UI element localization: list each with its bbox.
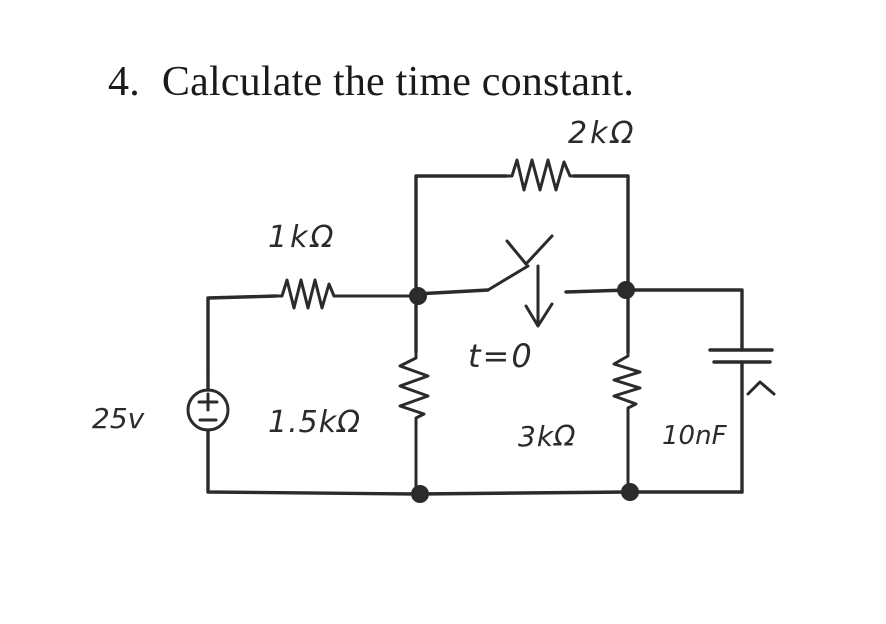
wire-left-top — [206, 294, 278, 372]
question-text: Calculate the time constant. — [161, 59, 635, 105]
question-heading: 4. Calculate the time constant. — [108, 58, 634, 106]
resistor-1p5k — [398, 350, 430, 496]
resistor-1k — [274, 278, 418, 310]
resistor-3k — [612, 350, 642, 494]
switch-label: t=0 — [468, 337, 534, 375]
question-number: 4. — [108, 59, 140, 105]
node-mid-top — [409, 287, 427, 305]
resistor-2k — [504, 158, 576, 192]
r4-label: 3kΩ — [518, 420, 576, 453]
r2-label: 2kΩ — [568, 116, 636, 151]
node-right-bottom — [621, 483, 639, 501]
wire-bottom — [414, 490, 744, 496]
capacitor — [708, 348, 776, 494]
source-label: 25v — [92, 402, 145, 435]
switch-t0 — [414, 234, 744, 352]
wire-top-branch — [414, 174, 630, 298]
node-right-top — [617, 281, 635, 299]
cap-label: 10nF — [662, 421, 728, 451]
r3-label: 1.5kΩ — [268, 405, 361, 440]
r1-label: 1kΩ — [268, 220, 336, 255]
node-mid-bottom — [411, 485, 429, 503]
voltage-source — [186, 388, 230, 432]
wire-left-bottom — [206, 428, 418, 496]
